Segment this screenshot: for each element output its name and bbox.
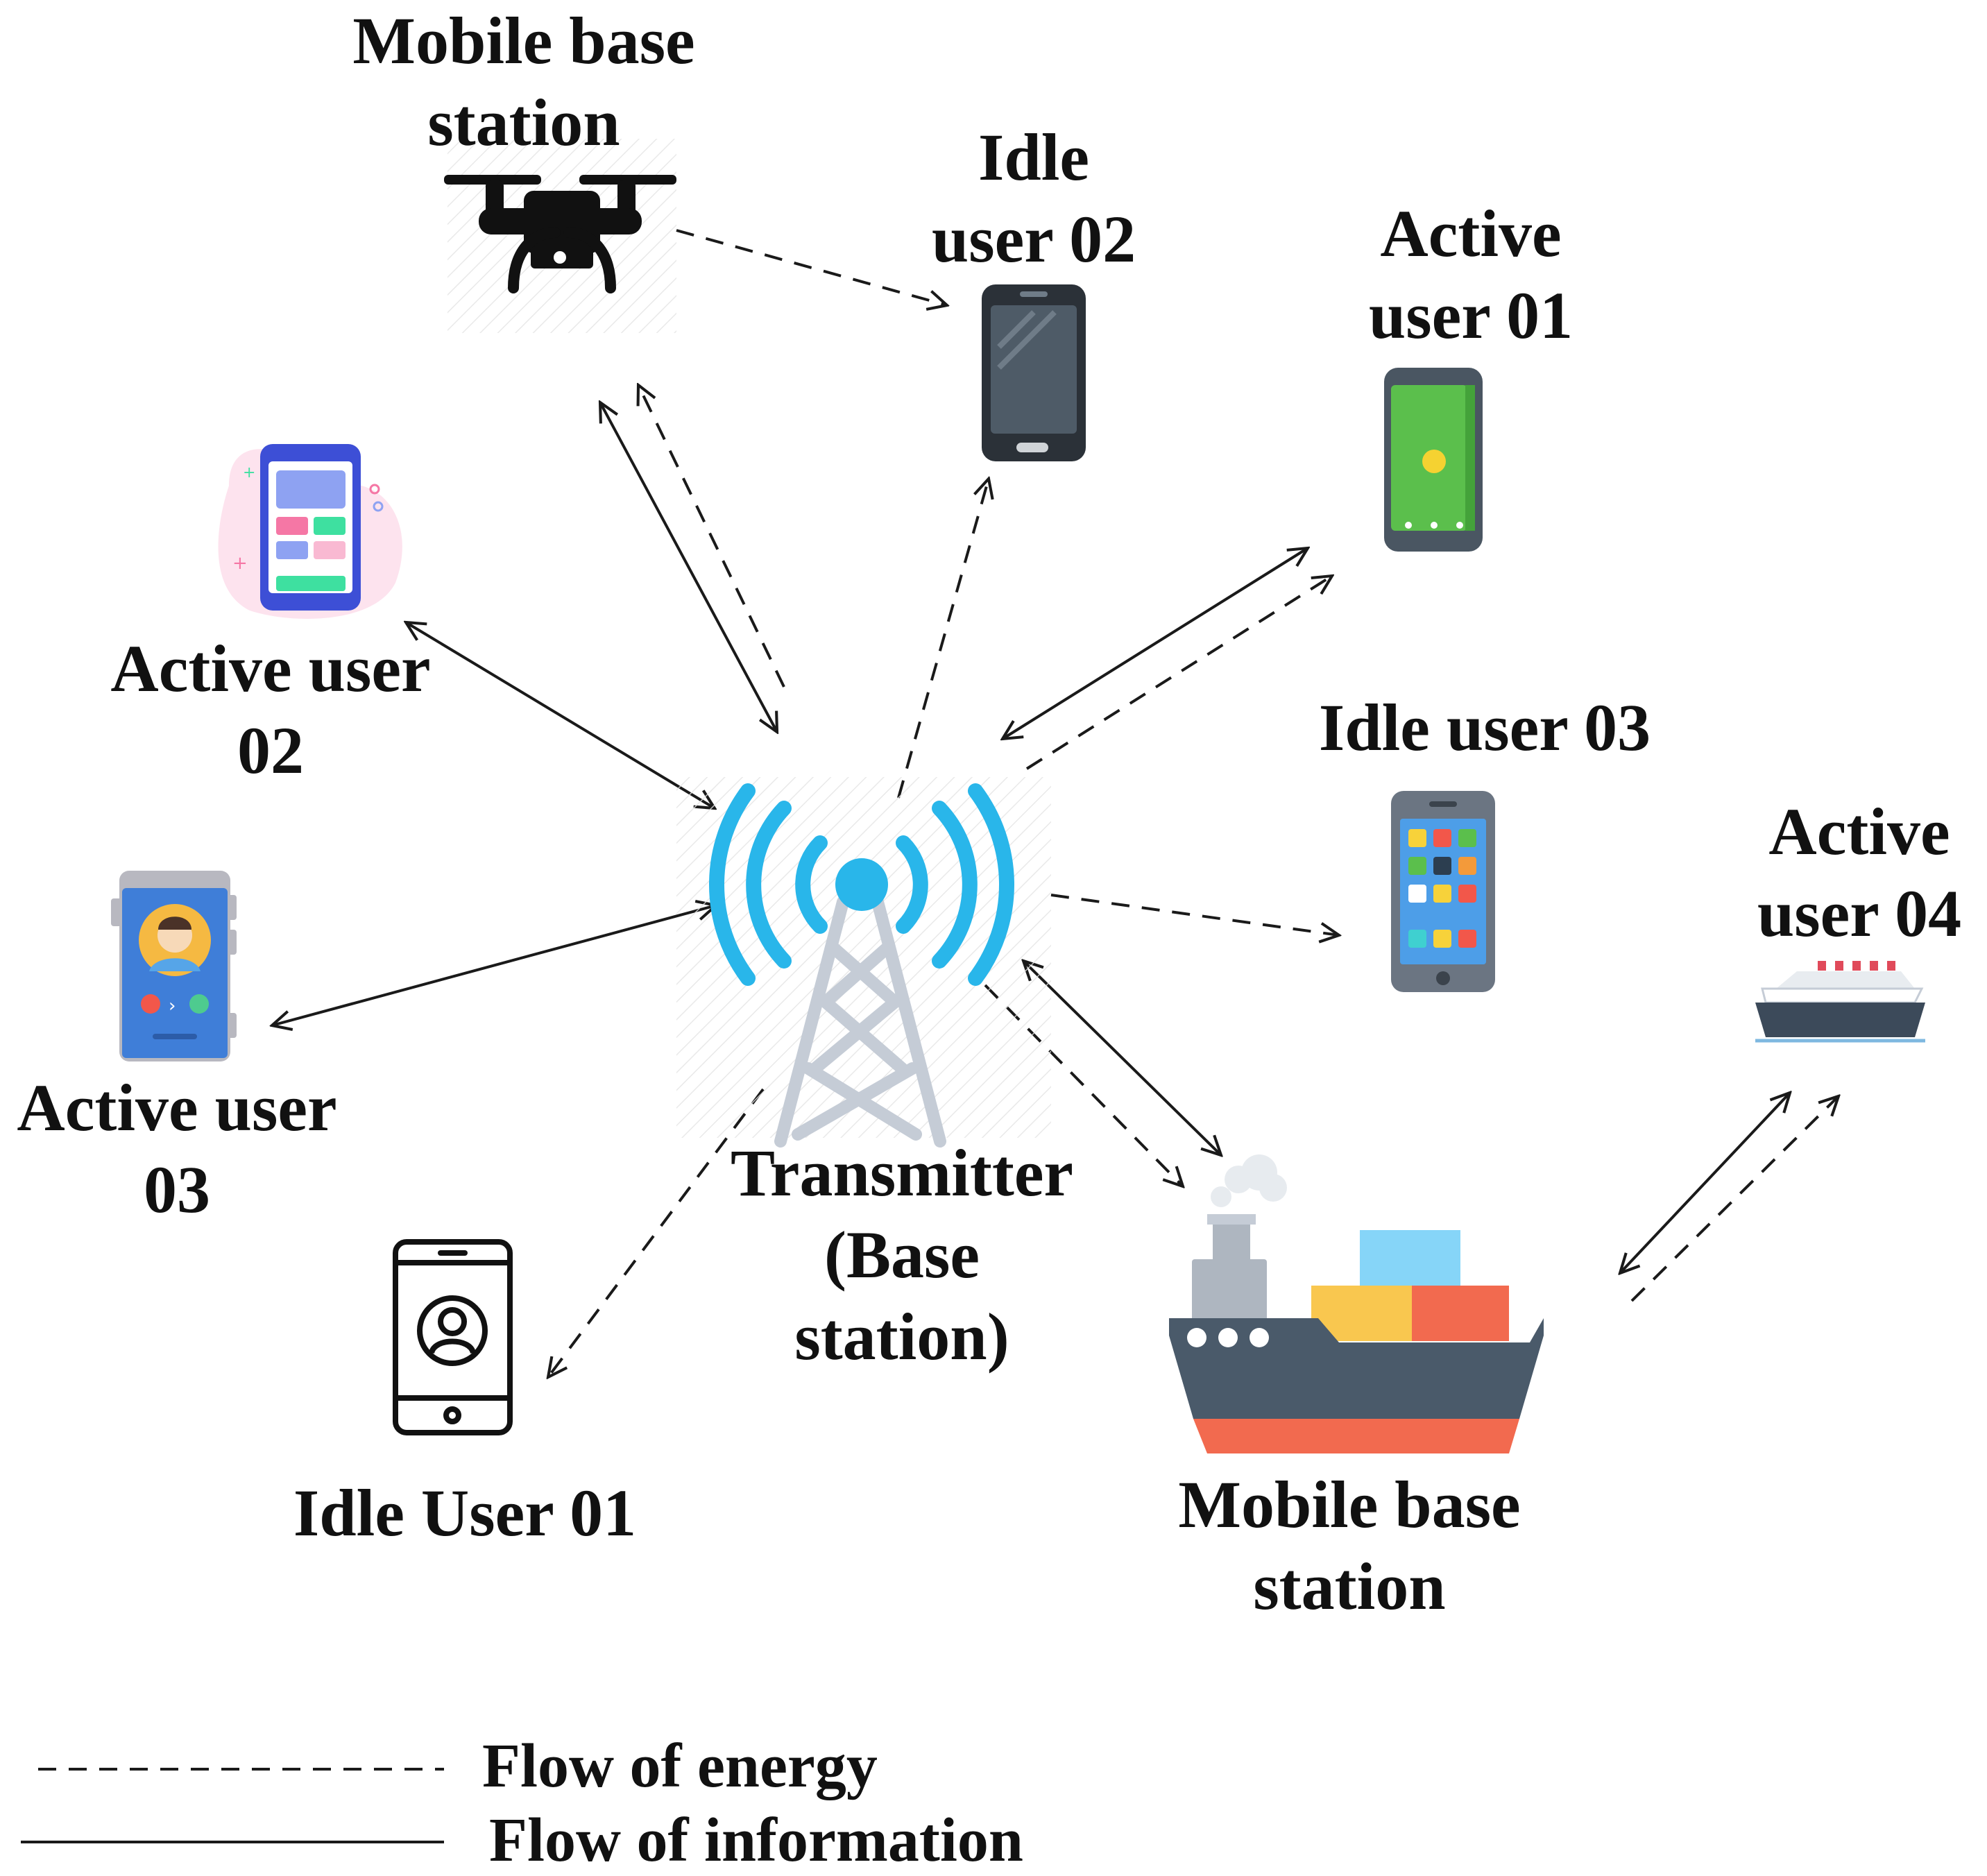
connection-arrows	[272, 229, 1839, 1377]
drone-station-label: Mobile base station	[352, 3, 695, 160]
active-user-02-label: Active user 02	[110, 631, 431, 787]
energy-arrow-idle03	[1050, 894, 1339, 935]
legend-energy-label: Flow of energy	[482, 1732, 878, 1800]
energy-arrow-active04	[1630, 1096, 1839, 1302]
info-arrow-drone	[600, 402, 777, 732]
idle-user-02-label: Idle user 02	[931, 120, 1136, 276]
energy-arrow-idle02	[897, 479, 989, 799]
idle-user-03-label: Idle user 03	[1318, 690, 1651, 765]
energy-arrow-active01	[1025, 576, 1332, 770]
ship-station-label: Mobile base station	[1178, 1467, 1521, 1623]
transmitter-label: Transmitter (Base station)	[730, 1136, 1074, 1374]
active-user-03-label: Active user 03	[17, 1071, 337, 1227]
active-user-04-ship-icon	[1755, 961, 1925, 1043]
energy-arrow-drone	[638, 385, 785, 688]
active-user-01-phone-icon	[1384, 368, 1483, 552]
ship-station-icon	[1169, 1154, 1544, 1453]
idle-user-01-label: Idle User 01	[293, 1476, 637, 1550]
legend	[21, 1768, 444, 1843]
active-user-04-label: Active user 04	[1757, 794, 1962, 950]
active-user-03-phone-icon: ›	[111, 871, 237, 1061]
svg-text:+: +	[232, 553, 248, 574]
energy-arrow-drone-idle02	[676, 229, 947, 305]
svg-text:›: ›	[169, 996, 176, 1016]
active-user-01-label: Active user 01	[1368, 196, 1574, 352]
info-arrow-active02	[406, 622, 715, 808]
info-arrow-ship	[1023, 961, 1221, 1155]
info-arrow-active04	[1620, 1093, 1790, 1273]
idle-user-02-phone-icon	[982, 284, 1086, 461]
legend-information-label: Flow of information	[489, 1806, 1023, 1875]
info-arrow-active03	[272, 905, 716, 1025]
drone-icon	[444, 139, 676, 333]
info-arrow-active01	[1003, 548, 1308, 739]
idle-user-03-phone-icon	[1391, 791, 1495, 992]
transmitter-tower-icon	[676, 777, 1051, 1148]
active-user-02-phone-icon: + +	[218, 444, 402, 619]
idle-user-01-phone-icon	[393, 1239, 513, 1435]
svg-text:+: +	[243, 464, 255, 481]
